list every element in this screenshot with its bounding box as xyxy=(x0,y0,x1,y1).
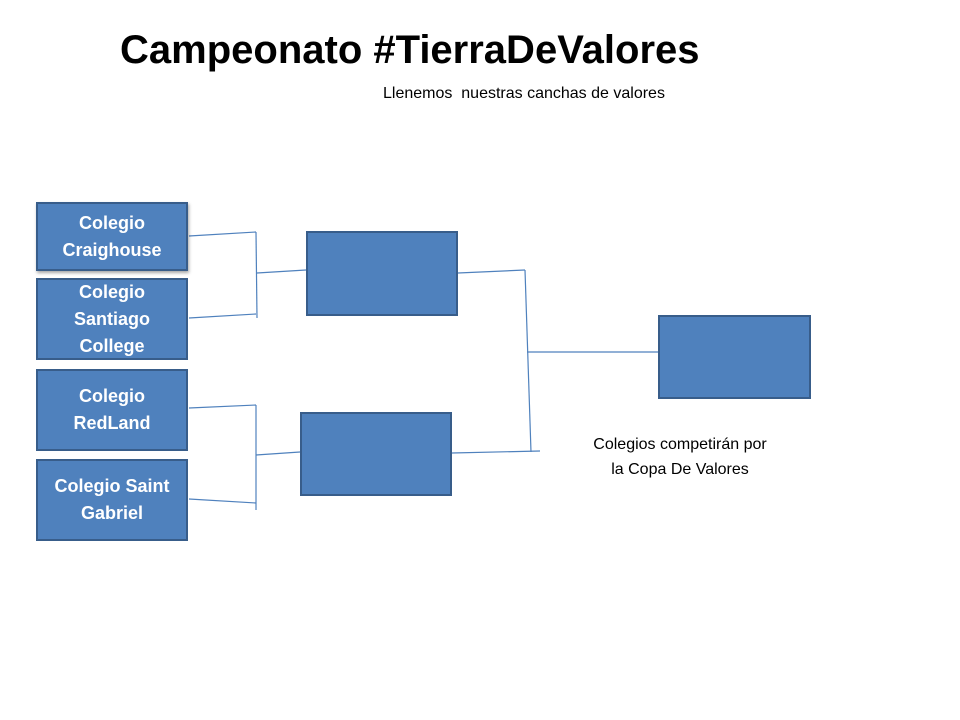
team-label-line: Gabriel xyxy=(80,503,143,523)
team-label-line: RedLand xyxy=(73,413,151,433)
team-label-line: College xyxy=(79,335,145,356)
semifinal-box-bottom[interactable] xyxy=(300,412,452,496)
caption-line: Colegios competirán por xyxy=(593,436,767,453)
connector-line xyxy=(256,269,307,274)
team-label-line: Colegio Saint xyxy=(54,476,170,496)
connector-line xyxy=(188,231,257,237)
team-box-saint-gabriel[interactable]: Colegio Saint Gabriel xyxy=(36,459,188,541)
connector-line xyxy=(524,269,532,453)
page-title: Campeonato #TierraDeValores xyxy=(120,28,700,72)
connector-line xyxy=(188,313,257,319)
cup-caption: Colegios competirán por la Copa De Valor… xyxy=(560,432,800,482)
team-box-craighouse[interactable]: Colegio Craighouse xyxy=(36,202,188,271)
connector-line xyxy=(188,498,257,504)
caption-line: la Copa De Valores xyxy=(611,461,749,478)
connector-line xyxy=(451,450,541,454)
team-label-line: Santiago xyxy=(73,308,150,329)
connector-line xyxy=(255,451,301,456)
team-box-redland[interactable]: Colegio RedLand xyxy=(36,369,188,451)
team-label-line: Colegio xyxy=(78,281,145,302)
team-label-line: Colegio xyxy=(78,386,145,406)
semifinal-box-top[interactable] xyxy=(306,231,458,316)
connector-line xyxy=(255,231,258,319)
connector-line xyxy=(188,404,257,409)
page-subtitle: Llenemos nuestras canchas de valores xyxy=(383,85,665,102)
connector-line xyxy=(457,269,526,274)
team-box-santiago-college[interactable]: Colegio Santiago College xyxy=(36,278,188,360)
final-box[interactable] xyxy=(658,315,811,399)
team-label-line: Colegio xyxy=(79,212,145,233)
team-label-line: Craighouse xyxy=(62,239,162,260)
